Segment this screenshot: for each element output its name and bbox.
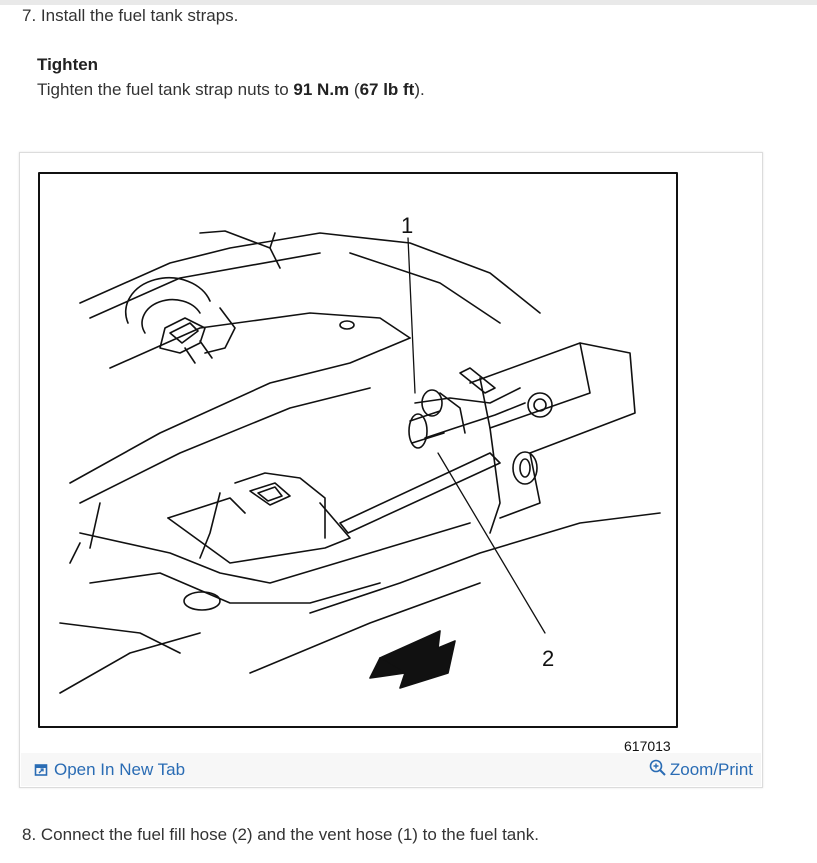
tighten-heading: Tighten [37, 55, 99, 74]
external-window-icon [34, 764, 48, 776]
top-divider [0, 0, 817, 5]
figure-toolbar [21, 753, 761, 786]
step-8-text: 8. Connect the fuel fill hose (2) and th… [22, 825, 539, 844]
figure-card: 1 2 617013 Open In New Tab Zoom/Print [19, 152, 763, 788]
figure-id: 617013 [624, 738, 671, 754]
open-in-new-tab-label: Open In New Tab [54, 760, 186, 779]
zoom-print-link[interactable]: Zoom/Print [649, 759, 753, 780]
zoom-print-label: Zoom/Print [669, 760, 753, 779]
tighten-prefix: Tighten the fuel tank strap nuts to [37, 80, 294, 99]
torque-imperial: 67 lb ft [359, 80, 415, 99]
open-in-new-tab-link[interactable]: Open In New Tab [34, 760, 185, 780]
callout-2: 2 [542, 646, 554, 671]
tighten-instruction: Tighten the fuel tank strap nuts to 91 N… [37, 80, 425, 100]
tighten-open-paren: ( [349, 80, 360, 99]
fuel-tank-diagram[interactable]: 1 2 [20, 153, 762, 753]
step-7-text: 7. Install the fuel tank straps. [22, 6, 239, 25]
callout-1: 1 [401, 213, 413, 238]
tighten-close: ). [414, 80, 425, 99]
magnifier-plus-icon [649, 759, 666, 776]
torque-metric: 91 N.m [293, 80, 350, 99]
